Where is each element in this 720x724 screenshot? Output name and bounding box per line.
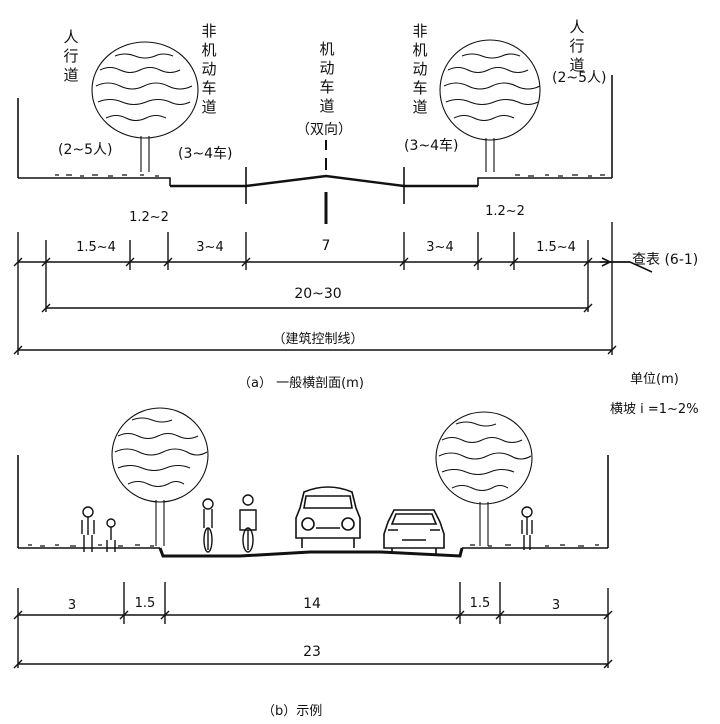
dim-a-motor: 7: [321, 238, 331, 254]
car-rear-view: [383, 509, 445, 554]
label-bike-lane-left: 非机动车道: [201, 22, 217, 116]
caption-a: （a） 一般横剖面(m): [238, 376, 364, 391]
cyclist-2: [239, 494, 257, 553]
dim-b-tree-right: 1.5: [469, 596, 491, 611]
capacity-bike-right: (3~4车): [404, 138, 459, 154]
dim-b-tree-left: 1.5: [134, 596, 156, 611]
unit-label: 单位(m): [630, 372, 679, 387]
dim-b-sidewalk-right: 3: [551, 598, 561, 613]
tree-left-a: [91, 41, 199, 172]
pedestrian-left-child: [106, 518, 116, 552]
label-sidewalk-right: 人行道: [569, 18, 585, 74]
capacity-motor: （双向）: [296, 122, 352, 138]
car-front-view: [295, 486, 361, 548]
caption-b: （b）示例: [262, 704, 323, 719]
capacity-sidewalk-right: (2~5人): [552, 70, 607, 86]
dim-a-building-line: （建筑控制线）: [272, 332, 364, 347]
capacity-bike-left: (3~4车): [178, 146, 233, 162]
dim-a-red-line: 20~30: [294, 286, 342, 302]
dim-a-sidewalk-left: 1.5~4: [76, 240, 116, 255]
cyclist-1: [202, 498, 214, 553]
capacity-sidewalk-left: (2~5人): [58, 142, 113, 158]
road-surface-a: [170, 174, 478, 188]
slope-label: 横坡 i =1~2%: [610, 402, 699, 417]
label-motor-lane: 机动车道: [319, 40, 335, 115]
label-bike-lane-right: 非机动车道: [412, 22, 428, 116]
pedestrian-left-adult: [81, 506, 95, 552]
pedestrian-right: [521, 506, 533, 550]
dim-a-sidewalk-right: 1.5~4: [536, 240, 576, 255]
dim-b-sidewalk-left: 3: [67, 598, 77, 613]
dim-b-road: 14: [303, 596, 321, 612]
road-surface-b: [158, 547, 464, 558]
tree-right-b: [435, 411, 533, 546]
dim-a-tree-left: 1.2~2: [129, 210, 169, 225]
dim-b-total: 23: [303, 644, 321, 660]
dim-a-bike-right: 3~4: [426, 240, 454, 255]
tree-right-a: [439, 39, 541, 172]
tree-left-b: [111, 407, 209, 546]
dim-a-tree-right: 1.2~2: [485, 204, 525, 219]
table-reference: 查表 (6-1): [632, 252, 699, 268]
label-sidewalk-left: 人行道: [63, 28, 79, 84]
dim-a-bike-left: 3~4: [196, 240, 224, 255]
